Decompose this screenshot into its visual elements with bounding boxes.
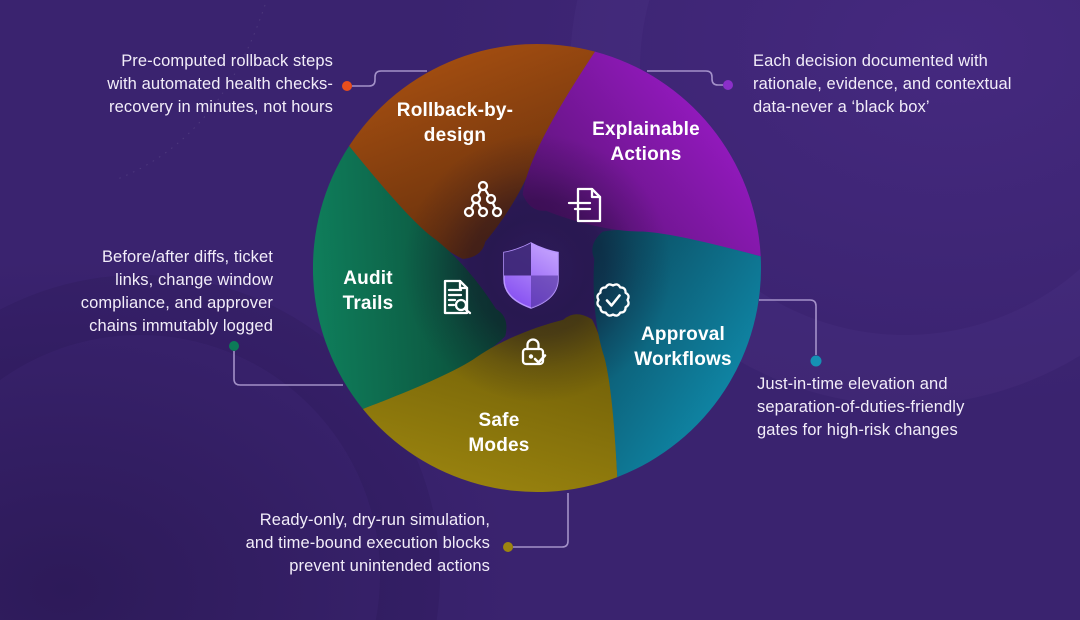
label-safe-line2: Modes bbox=[468, 435, 529, 456]
note-line: data-never a ‘black box’ bbox=[753, 98, 930, 116]
dot-rollback bbox=[342, 81, 352, 91]
label-approval-line1: Approval bbox=[641, 324, 725, 345]
note-rollback: Pre-computed rollback steps with automat… bbox=[107, 50, 333, 119]
lock-check-icon bbox=[521, 338, 547, 366]
dot-safe bbox=[503, 542, 513, 552]
seal-check-icon bbox=[596, 283, 630, 317]
label-audit-line2: Trails bbox=[343, 293, 394, 314]
connector-explainable bbox=[647, 70, 723, 86]
document-lines-icon bbox=[567, 187, 602, 223]
note-line: Ready-only, dry-run simulation, bbox=[259, 511, 490, 529]
label-audit-line1: Audit bbox=[343, 268, 393, 289]
note-line: Each decision documented with bbox=[753, 52, 988, 70]
dot-approval bbox=[810, 355, 822, 367]
connector-rollback bbox=[352, 70, 427, 87]
note-audit: Before/after diffs, ticket links, change… bbox=[81, 246, 273, 338]
branch-tree-icon bbox=[463, 180, 503, 218]
label-explainable-line1: Explainable bbox=[592, 119, 700, 140]
note-line: Before/after diffs, ticket bbox=[101, 248, 273, 266]
note-line: prevent unintended actions bbox=[289, 557, 490, 575]
note-line: chains immutably logged bbox=[89, 317, 273, 335]
note-line: gates for high-risk changes bbox=[757, 421, 958, 439]
connector-safe bbox=[513, 493, 569, 548]
note-line: Just-in-time elevation and bbox=[757, 375, 948, 393]
note-line: separation-of-duties-friendly bbox=[757, 398, 965, 416]
dot-audit bbox=[229, 341, 239, 351]
connectors bbox=[229, 70, 822, 552]
note-line: and time-bound execution blocks bbox=[245, 534, 490, 552]
connector-approval bbox=[759, 299, 817, 355]
label-approval-line2: Workflows bbox=[634, 349, 732, 370]
label-rollback-line1: Rollback-by- bbox=[397, 100, 513, 121]
note-line: compliance, and approver bbox=[80, 294, 273, 312]
connector-audit bbox=[233, 351, 343, 386]
note-line: rationale, evidence, and contextual bbox=[753, 75, 1012, 93]
shield-icon bbox=[503, 242, 559, 309]
note-safe: Ready-only, dry-run simulation, and time… bbox=[246, 509, 490, 578]
label-explainable-line2: Actions bbox=[610, 144, 681, 165]
note-line: links, change window bbox=[115, 271, 273, 289]
note-explainable: Each decision documented with rationale,… bbox=[753, 50, 1012, 119]
label-safe-line1: Safe bbox=[479, 410, 520, 431]
note-line: Pre-computed rollback steps bbox=[121, 52, 333, 70]
label-rollback-line2: design bbox=[424, 125, 486, 146]
document-search-icon bbox=[443, 279, 472, 315]
segment-labels: Rollback-by- design Explainable Actions … bbox=[343, 100, 732, 456]
note-line: recovery in minutes, not hours bbox=[108, 98, 333, 116]
note-line: with automated health checks- bbox=[107, 75, 333, 93]
dot-explainable bbox=[723, 80, 733, 90]
note-approval: Just-in-time elevation and separation-of… bbox=[757, 373, 964, 442]
